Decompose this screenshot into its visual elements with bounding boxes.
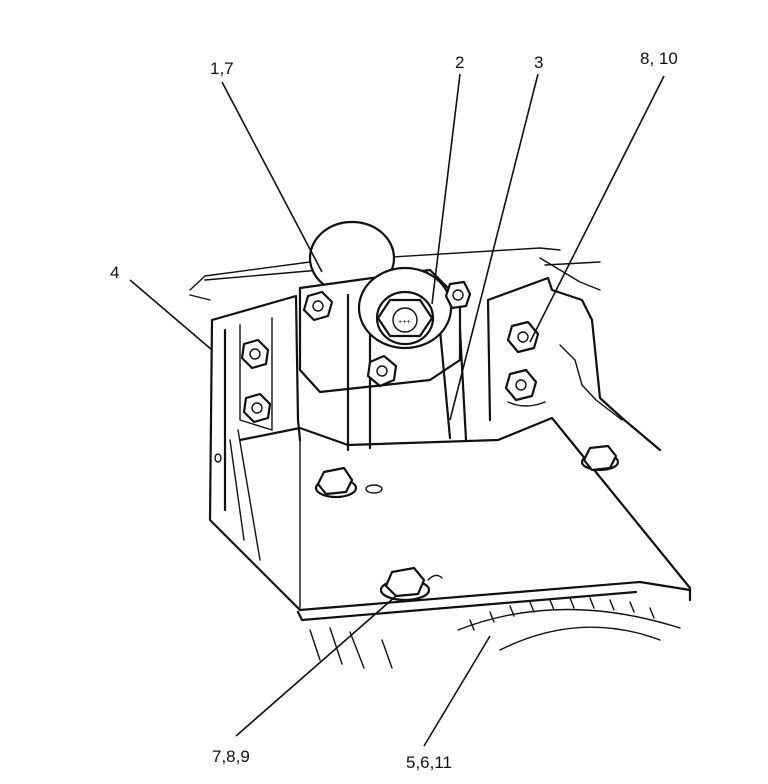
callout-4: 4 [110, 263, 119, 282]
bolt-left-bracket-lower [242, 392, 272, 424]
leader-lines [129, 73, 665, 747]
bolt-right-bracket-upper [506, 320, 540, 354]
callout-7-8-9: 7,8,9 [212, 747, 250, 766]
left-mounting-bracket [208, 294, 302, 612]
nut-plate-center [314, 466, 358, 499]
right-mounting-bracket [486, 276, 662, 452]
callout-2: 2 [455, 53, 464, 72]
bolt-bearing-upper-left [302, 290, 334, 322]
callout-8-10: 8, 10 [640, 49, 678, 68]
nut-plate-front [379, 566, 443, 602]
bearing-assembly: +++ [298, 220, 468, 452]
callout-1-7: 1,7 [210, 59, 234, 78]
svg-text:+++: +++ [398, 319, 411, 327]
bolt-bearing-upper-right [444, 280, 472, 310]
bolt-right-bracket-lower [504, 368, 538, 402]
callout-5-6-11: 5,6,11 [406, 753, 452, 772]
ring-gear [229, 429, 681, 669]
callout-3: 3 [534, 53, 543, 72]
bolt-left-bracket-upper [240, 338, 270, 370]
bolt-bearing-lower-left [366, 354, 398, 388]
base-plate [238, 416, 692, 622]
nut-plate-right [580, 444, 620, 472]
